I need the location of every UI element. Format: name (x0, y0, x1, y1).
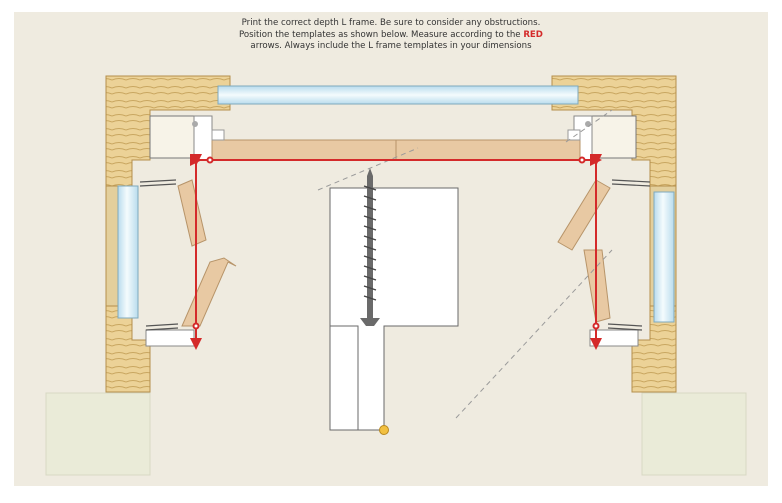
hinge-brackets (139, 179, 651, 331)
instruction-text: Print the correct depth L frame. Be sure… (0, 18, 782, 53)
marker-dot-icon (379, 425, 389, 435)
instruction-red-highlight: RED (523, 29, 543, 40)
instruction-line-1: Print the correct depth L frame. Be sure… (241, 18, 541, 28)
glass-pane-top (217, 85, 579, 105)
instruction-line-2-text: Position the templates as shown below. M… (239, 29, 524, 40)
instruction-line-3: arrows. Always include the L frame templ… (250, 41, 532, 52)
glass-pane-right (653, 191, 675, 323)
floor-block-left (45, 392, 151, 476)
floor-block-right (641, 392, 747, 476)
glass-pane-left (117, 185, 139, 319)
screw-icon (360, 168, 380, 326)
instruction-line-2: Position the templates as shown below. M… (0, 30, 782, 42)
measure-arrows (190, 154, 602, 350)
